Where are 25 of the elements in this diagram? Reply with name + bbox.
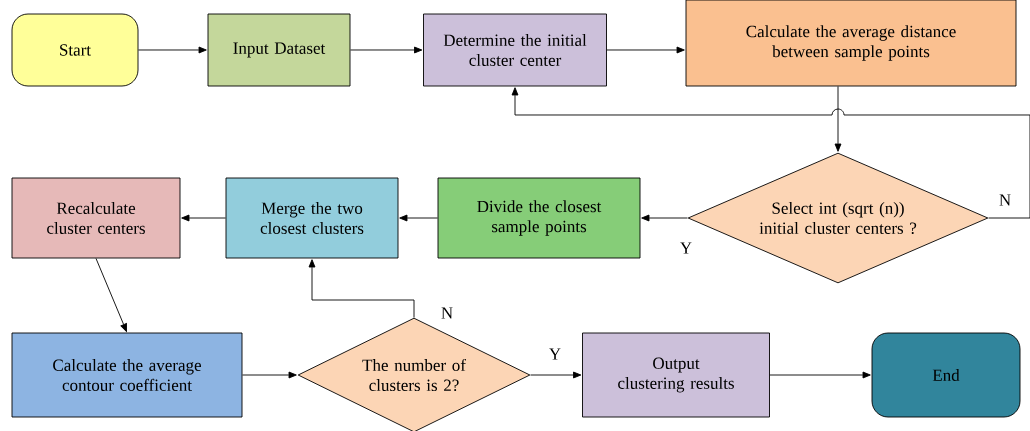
process-box: Divide the closest sample points (437, 177, 641, 259)
arrow (308, 259, 415, 318)
arrow (834, 86, 842, 152)
arrow (242, 371, 297, 379)
process-box: Merge the two closest clusters (225, 177, 399, 259)
arrow (606, 46, 685, 54)
start-terminal: Start (11, 13, 139, 87)
end-terminal: End (871, 332, 1021, 418)
arrow (530, 371, 582, 379)
edge-label: Y (547, 347, 563, 361)
arrow (138, 46, 207, 54)
process-box: Calculate the average contour coefficient (11, 332, 243, 418)
process-box: Determine the initial cluster center (423, 13, 607, 87)
process-box: Input Dataset (207, 13, 351, 87)
arrow (181, 214, 226, 222)
arrow (95, 258, 127, 332)
process-box: Output clustering results (582, 332, 770, 418)
arrow (399, 214, 438, 222)
process-box: Calculate the average distance between sample points (685, 0, 1017, 87)
arrow (769, 371, 871, 379)
arrow (350, 46, 423, 54)
arrow (641, 214, 688, 222)
process-box: Recalculate cluster centers (11, 177, 181, 259)
edge-label: N (439, 306, 455, 320)
edge-label: N (997, 193, 1013, 207)
